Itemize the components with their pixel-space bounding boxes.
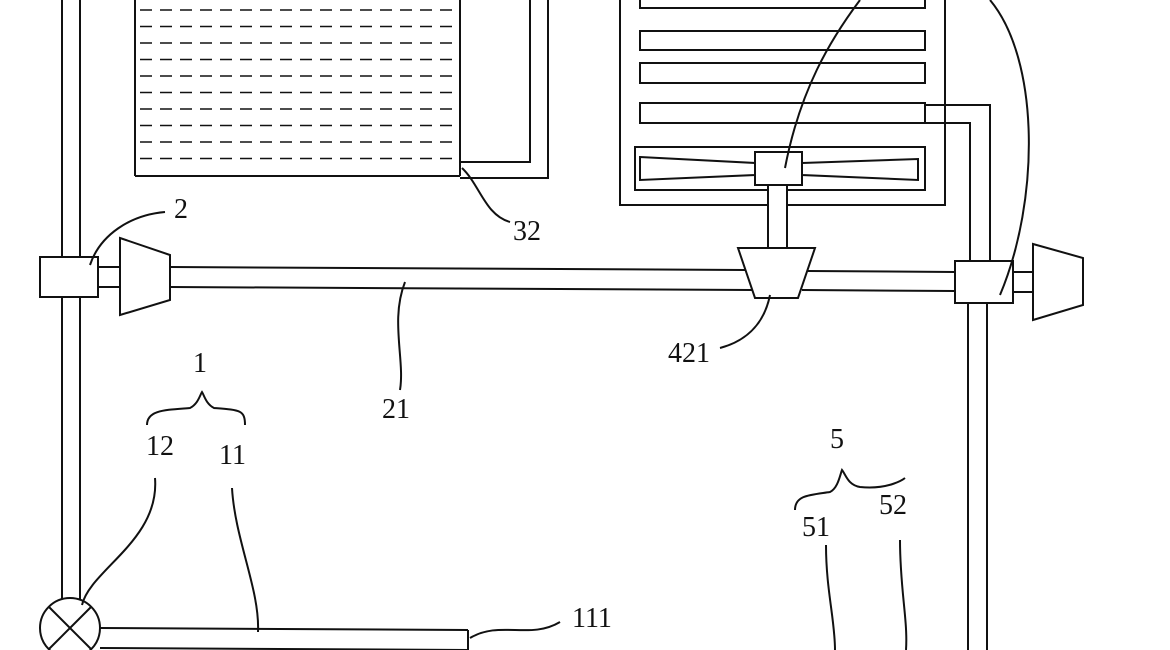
- heat-exchanger: [619, 0, 946, 249]
- left-vertical-pipe: [61, 0, 81, 600]
- compressor-right: [1032, 242, 1084, 322]
- right-pipe: [925, 104, 991, 650]
- valve-2: [39, 256, 99, 298]
- label-1: 1: [193, 348, 207, 379]
- water-tank: [134, 0, 461, 177]
- valve-right: [954, 260, 1014, 304]
- label-32: 32: [513, 216, 541, 247]
- fan-shaft: [767, 184, 788, 249]
- label-2: 2: [174, 194, 188, 225]
- fan-blade-right: [801, 157, 919, 182]
- label-12: 12: [146, 431, 174, 462]
- label-421: 421: [668, 338, 710, 369]
- tank-pipe-32: [460, 0, 549, 179]
- compressor-421: [736, 247, 817, 299]
- pipe-21: [169, 266, 956, 292]
- outlet-pipe-111: [99, 627, 469, 650]
- label-52: 52: [879, 490, 907, 521]
- label-111: 111: [572, 603, 612, 634]
- valve-12: [39, 590, 101, 650]
- label-11: 11: [219, 440, 246, 471]
- fan-blade-left: [639, 155, 756, 182]
- fan-hub: [754, 151, 803, 186]
- leader-lines: [81, 0, 1030, 650]
- label-5: 5: [830, 424, 844, 455]
- compressor-left: [119, 236, 171, 317]
- label-21: 21: [382, 394, 410, 425]
- label-51: 51: [802, 512, 830, 543]
